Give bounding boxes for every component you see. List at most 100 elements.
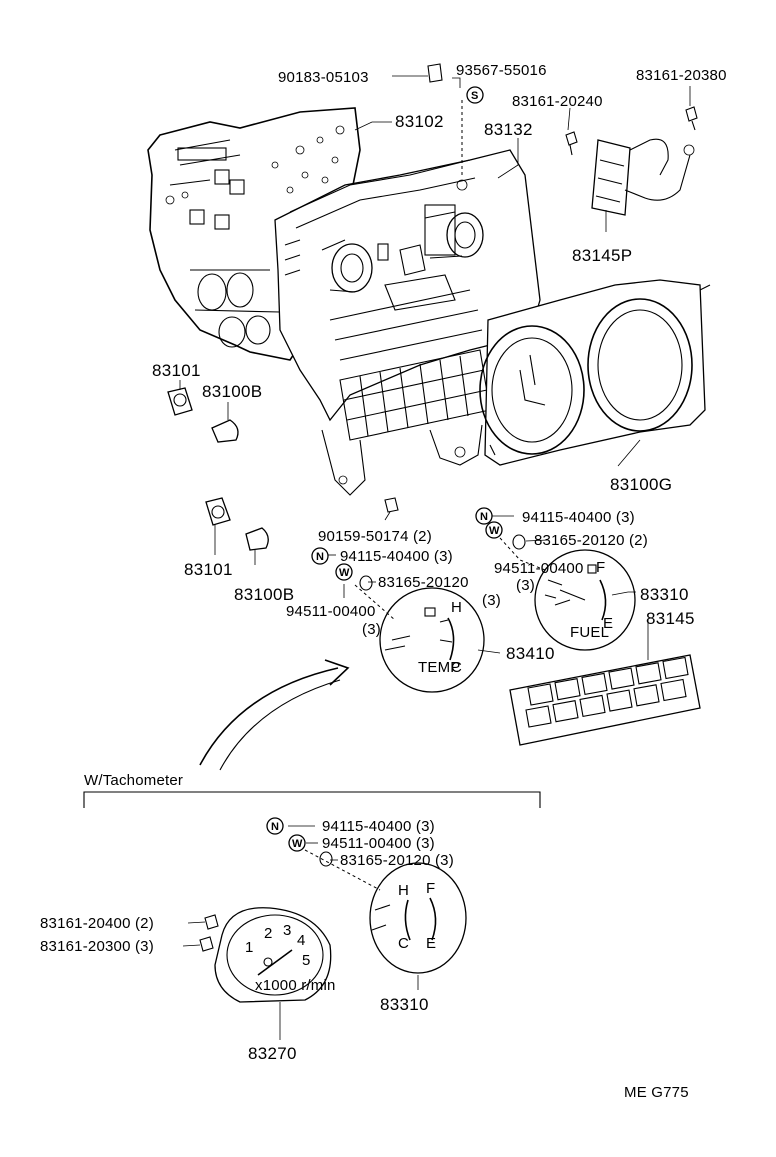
tachometer-83270: 1 2 3 4 5 x1000 r/min [214,907,336,1003]
lens-cell [633,684,660,707]
temp-gauge-c-mark: C [451,659,462,676]
label-83100B-upper: 83100B [202,382,262,401]
lens-cell [579,694,606,718]
lens-plate-83145 [509,654,701,746]
label-94115-40400-a: 94115-40400 (3) [522,509,635,526]
grommet-a [512,534,526,550]
lens-cell [635,662,662,685]
washer-symbol-label: W [489,525,500,537]
label-94511-00400-b: 94511-00400 [286,603,376,620]
label-83165-20120-b-qty: (3) [482,592,501,609]
fuel-gauge-word: FUEL [570,624,609,641]
leader-lines [179,75,691,1040]
temp-gauge-word: TEMP [418,659,460,676]
washer-symbol-b: W [335,563,353,581]
label-83101-upper: 83101 [152,361,201,380]
label-83145P: 83145P [572,246,632,265]
temp-gauge-h-mark: H [451,599,462,616]
screw-83161-20380 [685,106,698,131]
lens-cell [552,700,579,723]
washer-symbol-a: W [485,521,503,539]
nut-symbol-b: N [311,547,329,565]
bulb-83100B-upper [211,419,239,443]
label-83165-20120-c: 83165-20120 (3) [340,852,454,869]
section-arrow [199,659,350,771]
washer-symbol-label: W [292,838,303,850]
tach-num-4: 4 [297,932,306,949]
lens-cell [662,656,689,680]
label-94115-40400-b: 94115-40400 (3) [340,548,453,565]
label-90159-50174: 90159-50174 (2) [318,528,432,545]
nut-symbol-label: N [480,511,488,523]
screw-83161-20300 [199,936,214,952]
fuel-gauge-83310: F E FUEL [534,549,636,651]
fuel-gauge-e-mark: E [603,615,613,632]
nut-symbol-c: N [266,817,284,835]
label-83270: 83270 [248,1044,297,1063]
label-83145: 83145 [646,609,695,628]
label-83132: 83132 [484,120,533,139]
gauge-panel-83100G [479,279,711,466]
screw-83161-20400 [204,914,219,930]
washer-symbol-label: W [339,567,350,579]
label-83161-20380: 83161-20380 [636,67,727,84]
label-83100G: 83100G [610,475,672,494]
nut-symbol-a: N [475,507,493,525]
fuel-gauge-f-mark: F [596,559,605,576]
label-83161-20400: 83161-20400 (2) [40,915,154,932]
circuit-plate-83102 [147,107,361,361]
combo-gauge-83310: H F C E [369,862,467,974]
label-94115-40400-c: 94115-40400 (3) [322,818,435,835]
label-83161-20300: 83161-20300 (3) [40,938,154,955]
tach-num-1: 1 [245,939,254,956]
lens-cell [527,683,554,706]
lens-cell [608,667,635,690]
screw-83161-20240 [565,131,578,156]
lens-cell [606,689,633,712]
screw-symbol-93567: S [466,86,484,104]
washer-symbol-c: W [288,834,306,852]
wiring-connector-83145P [591,138,695,216]
label-94511-00400-b-qty: (3) [362,621,381,638]
label-83165-20120-b: 83165-20120 [378,574,469,591]
combo-gauge-f-mark: F [426,880,435,897]
temp-gauge-83410: H C TEMP [379,587,485,693]
label-83102: 83102 [395,112,444,131]
lens-cell [525,705,552,728]
grommet-b [359,575,373,591]
lens-cell [581,672,608,696]
label-90183-05103: 90183-05103 [278,69,369,86]
clip-90183-05103 [427,63,443,83]
tach-num-2: 2 [264,925,273,942]
tach-unit: x1000 r/min [255,977,336,994]
label-w-tachometer: W/Tachometer [84,772,183,789]
label-94511-00400-c: 94511-00400 (3) [322,835,435,852]
label-94511-00400-a-qty: (3) [516,577,535,594]
label-83310-upper: 83310 [640,585,689,604]
lens-cell [660,678,687,702]
tach-num-3: 3 [283,922,292,939]
figure-code: ME G775 [624,1084,689,1101]
label-94511-00400-a: 94511-00400 [494,560,584,577]
meter-housing-83132 [274,149,541,496]
grommet-c [319,851,333,867]
combo-gauge-c-mark: C [398,935,409,952]
combo-gauge-h-mark: H [398,882,409,899]
label-83101-lower: 83101 [184,560,233,579]
tach-num-5: 5 [302,952,311,969]
bulb-83100B-lower [245,527,269,551]
label-83165-20120-a: 83165-20120 (2) [534,532,648,549]
bulb-socket-83101-lower [205,497,231,526]
screw-symbol-label: S [471,90,478,102]
nut-symbol-label: N [271,821,279,833]
combo-gauge-e-mark: E [426,935,436,952]
label-83310-lower: 83310 [380,995,429,1014]
section-bracket [83,791,541,808]
screw-90159-50174 [384,497,399,513]
label-83100B-lower: 83100B [234,585,294,604]
bulb-socket-83101-upper [167,387,193,416]
label-83410: 83410 [506,644,555,663]
lens-cell [554,678,581,701]
